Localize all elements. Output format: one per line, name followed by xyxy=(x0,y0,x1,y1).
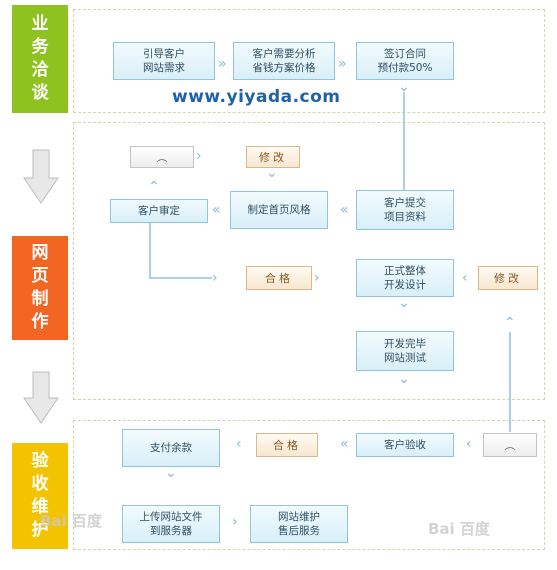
node-review: 客户审定 xyxy=(110,199,208,223)
chevron-right-icon: » xyxy=(218,56,227,72)
node-sign-contract: 签订合同预付款50% xyxy=(356,42,454,80)
website-url: www.yiyada.com xyxy=(172,87,341,107)
node-line: 项目资料 xyxy=(384,211,426,223)
chevron-left-icon: « xyxy=(212,202,221,218)
pass-text: 合格 xyxy=(265,272,293,285)
modify-text: 修改 xyxy=(494,272,522,285)
node-line: 客户审定 xyxy=(138,204,180,217)
node-line: 到服务器 xyxy=(150,525,192,537)
node-line: 签订合同 xyxy=(384,47,426,60)
node-testing: 开发完毕网站测试 xyxy=(356,331,454,371)
node-upload-files: 上传网站文件到服务器 xyxy=(122,505,220,543)
node-line: 客户提交 xyxy=(384,196,426,209)
node-line: 售后服务 xyxy=(278,525,320,537)
modify-text: 修改 xyxy=(259,151,287,164)
chevron-up-icon: ⌃ xyxy=(148,179,160,195)
chevron-left-icon: « xyxy=(340,436,349,452)
node-maintenance: 网站维护售后服务 xyxy=(250,505,348,543)
node-line: 支付余款 xyxy=(150,441,192,454)
node-line: 上传网站文件 xyxy=(139,510,203,523)
panel-production xyxy=(73,122,545,400)
chevron-up-icon: ⌃ xyxy=(504,315,516,331)
chevron-right-icon: › xyxy=(196,148,202,164)
chevron-right-icon: › xyxy=(212,270,218,286)
modify-label-top: 修改 xyxy=(246,146,300,168)
down-arrow-icon xyxy=(23,149,59,204)
node-line: 客户验收 xyxy=(384,438,426,451)
node-line: 网站维护 xyxy=(278,510,320,523)
stage-label: 验收维护 xyxy=(31,451,49,540)
chevron-left-icon: ‹ xyxy=(462,270,468,286)
unhappy-face-box: ︵ xyxy=(483,433,537,457)
stage-production: 网页制作 xyxy=(12,236,68,340)
chevron-left-icon: ‹ xyxy=(236,436,242,452)
chevron-right-icon: » xyxy=(338,56,347,72)
chevron-left-icon: ‹ xyxy=(466,436,472,452)
panel-acceptance xyxy=(73,420,545,550)
chevron-right-icon: › xyxy=(232,514,238,530)
pass-label-middle: 合格 xyxy=(246,266,312,290)
chevron-down-icon: ⌄ xyxy=(398,295,410,311)
node-guide-requirements: 引导客户网站需求 xyxy=(113,42,215,80)
watermark-text: Bai 百度 xyxy=(40,512,102,530)
chevron-left-icon: « xyxy=(340,202,349,218)
node-line: 网站需求 xyxy=(143,62,185,74)
node-pay-balance: 支付余款 xyxy=(122,429,220,467)
node-line: 开发设计 xyxy=(384,279,426,291)
node-line: 开发完毕 xyxy=(384,337,426,350)
stage-label: 网页制作 xyxy=(31,243,49,332)
node-line: 正式整体 xyxy=(384,264,426,277)
chevron-down-icon: ⌄ xyxy=(165,465,177,481)
node-line: 网站测试 xyxy=(384,352,426,364)
face-icon: ︵ xyxy=(504,439,516,452)
stage-acceptance: 验收维护 xyxy=(12,443,68,549)
chevron-down-icon: ⌄ xyxy=(398,79,410,95)
node-development: 正式整体开发设计 xyxy=(356,259,454,297)
down-arrow-icon xyxy=(23,371,59,424)
node-line: 引导客户 xyxy=(143,47,185,60)
chevron-down-icon: ⌄ xyxy=(398,371,410,387)
chevron-right-icon: › xyxy=(314,270,320,286)
unhappy-face-box: ︵ xyxy=(130,146,194,168)
pass-text: 合格 xyxy=(273,439,301,452)
face-icon: ︵ xyxy=(156,151,168,164)
node-client-acceptance: 客户验收 xyxy=(356,433,454,457)
node-line: 制定首页风格 xyxy=(247,203,311,216)
node-homepage-style: 制定首页风格 xyxy=(230,191,328,229)
panel-negotiation xyxy=(73,9,545,113)
node-line: 客户需要分析 xyxy=(252,47,316,60)
node-line: 预付款50% xyxy=(377,62,433,74)
watermark-logo: Bai 百度 xyxy=(428,518,490,539)
modify-label-right: 修改 xyxy=(478,266,538,290)
node-submit-materials: 客户提交项目资料 xyxy=(356,190,454,230)
chevron-down-icon: ⌄ xyxy=(266,165,278,181)
stage-label: 业务洽谈 xyxy=(31,14,49,103)
stage-negotiation: 业务洽谈 xyxy=(12,5,68,113)
watermark-text: Bai 百度 xyxy=(428,520,490,538)
pass-label-bottom: 合格 xyxy=(256,433,318,457)
node-needs-analysis: 客户需要分析省钱方案价格 xyxy=(233,42,335,80)
node-line: 省钱方案价格 xyxy=(252,62,316,74)
watermark-logo: Bai 百度 xyxy=(40,510,102,531)
